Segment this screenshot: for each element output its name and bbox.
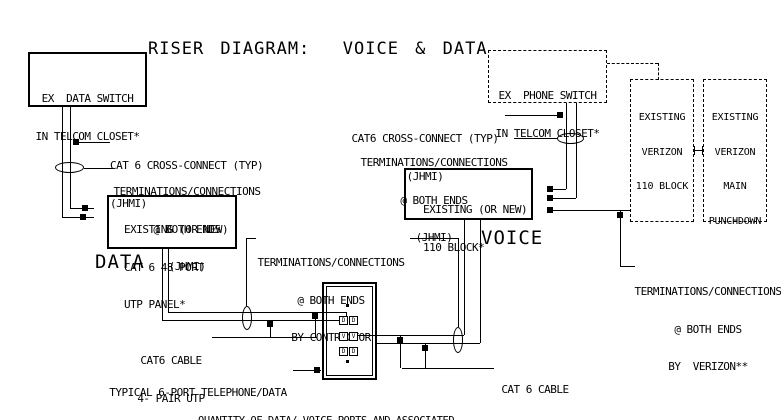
data-terminations-label: TERMINATIONS/CONNECTIONS @ BOTH ENDS (JH…: [113, 185, 261, 273]
block-110-label: EXISTING (OR NEW) 110 BLOCK*: [423, 203, 528, 254]
data-cable-leader-stub-2: [315, 313, 316, 337]
voice-cable-wire-1-h: [358, 335, 464, 336]
data-switch-box: [28, 52, 147, 107]
block-wire-1-h: [548, 189, 566, 190]
panel-arrow-marker-1: [80, 214, 86, 220]
data-cable-wire-1-v: [162, 249, 163, 320]
verizon-boxes-connector-tick-1: [694, 146, 695, 155]
block-wire-2-h: [548, 198, 576, 199]
verizon-punchdown-label: EXISTING VERIZON MAIN PUNCHDOWN: [708, 112, 762, 227]
phone-switch-box: [488, 50, 607, 103]
outlet-callout-label: TYPICAL 6-PORT TELEPHONE/DATA SINGLE GAN…: [109, 386, 287, 399]
contractor-leader-left-v: [246, 238, 247, 306]
verizon-terminations-leader-h: [620, 266, 635, 267]
data-cable-wire-2-drop: [346, 312, 347, 317]
panel-arrow-marker-2: [82, 205, 88, 211]
data-termination-ellipse: [55, 162, 84, 173]
voice-cable-leader-stub-1: [400, 336, 401, 368]
voice-cross-connect-label: CAT6 CROSS-CONNECT (TYP) (JHMI): [351, 132, 499, 183]
outlet-screw-bottom: [346, 360, 349, 363]
verizon-110-label: EXISTING VERIZON 110 BLOCK: [635, 112, 689, 192]
phone-switch-dashed-link-h: [607, 63, 658, 64]
quantity-note: QUANTITY OF DATA/ VOICE PORTS AND ASSOCI…: [198, 390, 455, 420]
contractor-leader-right-v: [458, 238, 459, 327]
voice-termination-ellipse: [557, 133, 584, 144]
utp-panel-box: [107, 195, 237, 249]
voice-cable-arrow-1: [397, 337, 403, 343]
block-110-box: [404, 168, 533, 220]
jack-data-3: D: [339, 347, 348, 356]
voice-cable-leader-stub-2: [425, 344, 426, 368]
outlet-arrow: [314, 367, 320, 373]
voice-cable-wire-1-v: [464, 220, 465, 335]
voice-cable-wire-2-v: [480, 220, 481, 343]
data-cable-leader-stub-1: [270, 321, 271, 337]
contractor-termination-ellipse-data: [242, 306, 252, 330]
data-switch-wire-2: [70, 107, 71, 208]
data-cable-arrow-1: [267, 321, 273, 327]
data-switch-wire-1-elbow: [62, 217, 94, 218]
verizon-boxes-connector-tick-2: [702, 146, 703, 155]
voice-terminations-leader: [514, 138, 557, 139]
voice-cable-wire-2-h: [376, 343, 480, 344]
verizon-110-box: [630, 79, 694, 222]
voice-cross-connect-arrow: [557, 112, 563, 118]
data-system-label: DATA: [95, 251, 145, 273]
block-to-verizon-wire: [548, 210, 630, 211]
data-cross-connect-label: CAT 6 CROSS-CONNECT (TYP) (JHMI): [110, 159, 264, 210]
contractor-leader-right-h: [410, 238, 458, 239]
data-cable-wire-2-v: [168, 249, 169, 312]
outlet-leader: [293, 370, 321, 371]
contractor-termination-ellipse-voice: [453, 327, 463, 353]
voice-cable-arrow-2: [422, 345, 428, 351]
voice-cross-connect-leader: [505, 115, 558, 116]
jack-voice-2: V: [349, 332, 358, 341]
data-switch-label: EX DATA SWITCH IN TELCOM CLOSET*: [35, 92, 140, 143]
outlet-box-inner: [326, 286, 373, 376]
data-cable-arrow-2: [312, 313, 318, 319]
phone-switch-wire-1: [566, 103, 567, 189]
voice-system-label: VOICE: [481, 227, 544, 249]
verizon-boxes-connector: [694, 150, 703, 151]
outlet-box-outer: [322, 282, 377, 380]
data-cable-label: CAT6 CABLE 4- PAIR UTP (CONTRACTOR): [137, 354, 205, 405]
data-cable-leader: [212, 337, 317, 338]
verizon-punchdown-box: [703, 79, 767, 222]
verizon-terminations-leader-v: [620, 210, 621, 267]
voice-cable-leader: [402, 368, 494, 369]
page-title: RISER DIAGRAM: VOICE & DATA: [148, 39, 488, 59]
phone-switch-wire-2: [576, 103, 577, 198]
outlet-screw-top: [346, 304, 349, 307]
data-cross-connect-leader: [76, 142, 110, 143]
voice-terminations-label: TERMINATIONS/CONNECTIONS @ BOTH ENDS (JH…: [360, 156, 508, 244]
jack-data-4: D: [349, 347, 358, 356]
data-cable-wire-2-h: [168, 312, 346, 313]
phone-switch-dashed-link-v: [658, 63, 659, 80]
jack-data-2: D: [349, 316, 358, 325]
jack-voice-1: V: [339, 332, 348, 341]
contractor-leader-left-h: [246, 238, 256, 239]
data-terminations-leader: [84, 168, 114, 169]
voice-cable-label: CAT 6 CABLE 4- PAIR UTP (CONTRACTOR): [501, 383, 569, 396]
verizon-terminations-label: TERMINATIONS/CONNECTIONS @ BOTH ENDS BY …: [634, 285, 781, 373]
utp-panel-label: EXISTING (OR NEW) CAT 6 48 PORT UTP PANE…: [124, 223, 229, 311]
jack-data-1: D: [339, 316, 348, 325]
